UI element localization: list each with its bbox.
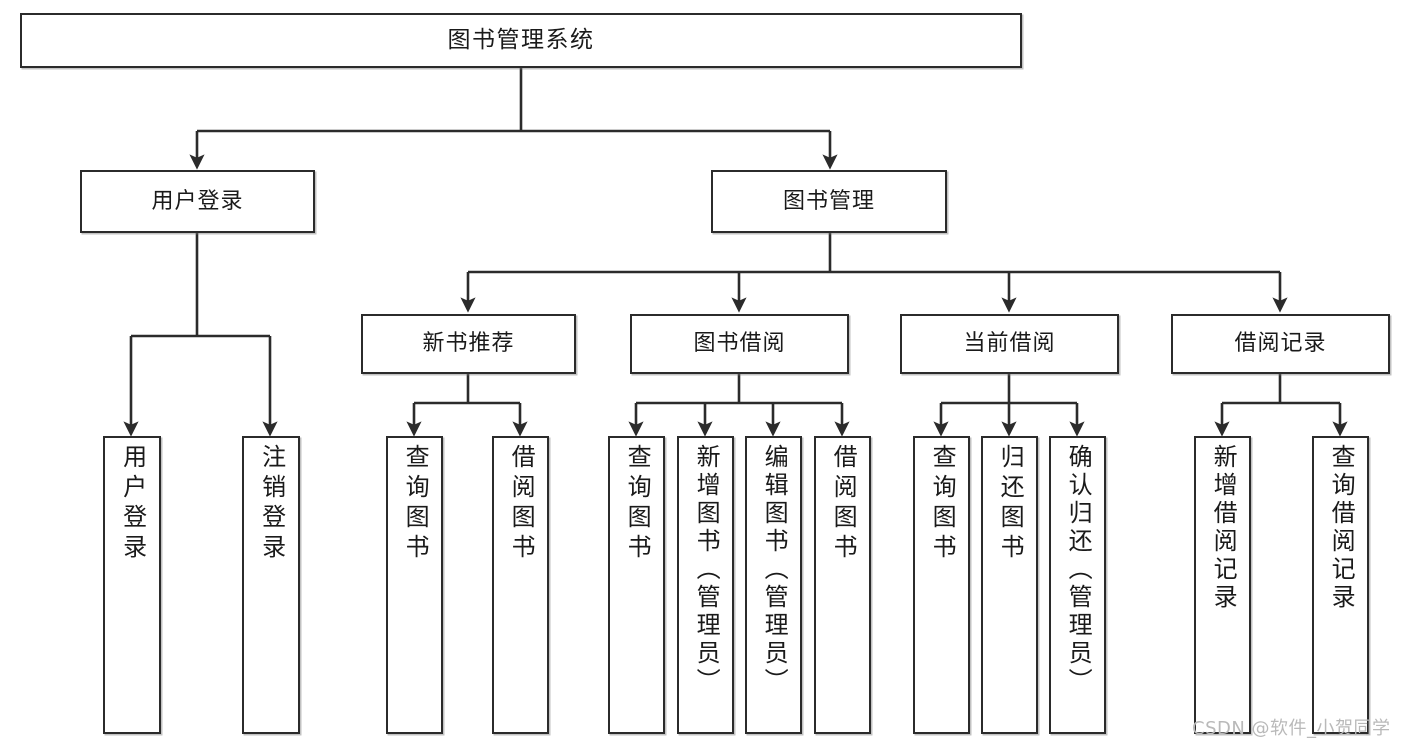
node-root-book-management-system[interactable]: 图书管理系统 (20, 13, 1022, 68)
leaf-user-login-login[interactable]: 用户登录 (103, 436, 161, 734)
node-label: 新书推荐 (422, 331, 515, 357)
leaf-book-borrow-query-book[interactable]: 查询图书 (608, 436, 665, 734)
node-borrow-record[interactable]: 借阅记录 (1171, 314, 1390, 374)
leaf-book-borrow-add-book-admin[interactable]: 新增图书（管理员） (677, 436, 734, 734)
node-new-book-recommendation[interactable]: 新书推荐 (361, 314, 576, 374)
leaf-new-book-borrow-book[interactable]: 借阅图书 (492, 436, 549, 734)
node-label: 借阅图书 (829, 444, 858, 564)
node-label: 归还图书 (996, 444, 1025, 564)
node-label: 查询图书 (401, 444, 430, 564)
node-label: 查询借阅记录 (1327, 444, 1356, 612)
node-book-management[interactable]: 图书管理 (711, 170, 947, 233)
node-label: 借阅记录 (1234, 331, 1327, 357)
node-label: 借阅图书 (507, 444, 536, 564)
node-label: 编辑图书（管理员） (760, 444, 789, 696)
node-label: 确认归还（管理员） (1064, 444, 1093, 696)
leaf-book-borrow-borrow-book[interactable]: 借阅图书 (814, 436, 871, 734)
leaf-book-borrow-edit-book-admin[interactable]: 编辑图书（管理员） (745, 436, 802, 734)
node-label: 图书借阅 (693, 331, 786, 357)
node-label: 图书管理 (782, 188, 875, 214)
watermark: CSDN @软件_小贺同学 (1192, 718, 1391, 739)
leaf-current-borrow-return-book[interactable]: 归还图书 (981, 436, 1038, 734)
node-label: 用户登录 (118, 444, 147, 564)
node-user-login[interactable]: 用户登录 (80, 170, 315, 233)
node-label: 当前借阅 (963, 331, 1056, 357)
leaf-new-book-query-book[interactable]: 查询图书 (386, 436, 443, 734)
node-label: 新增图书（管理员） (692, 444, 721, 696)
leaf-borrow-record-add-record[interactable]: 新增借阅记录 (1194, 436, 1251, 734)
leaf-current-borrow-confirm-return-admin[interactable]: 确认归还（管理员） (1049, 436, 1106, 734)
node-label: 注销登录 (257, 444, 286, 564)
node-label: 图书管理系统 (447, 26, 595, 53)
leaf-user-login-logout[interactable]: 注销登录 (242, 436, 300, 734)
node-label: 查询图书 (928, 444, 957, 564)
leaf-current-borrow-query-book[interactable]: 查询图书 (913, 436, 970, 734)
node-label: 查询图书 (623, 444, 652, 564)
node-label: 新增借阅记录 (1209, 444, 1238, 612)
leaf-borrow-record-query-record[interactable]: 查询借阅记录 (1312, 436, 1369, 734)
node-book-borrow[interactable]: 图书借阅 (630, 314, 849, 374)
node-current-borrow[interactable]: 当前借阅 (900, 314, 1119, 374)
node-label: 用户登录 (151, 188, 244, 214)
